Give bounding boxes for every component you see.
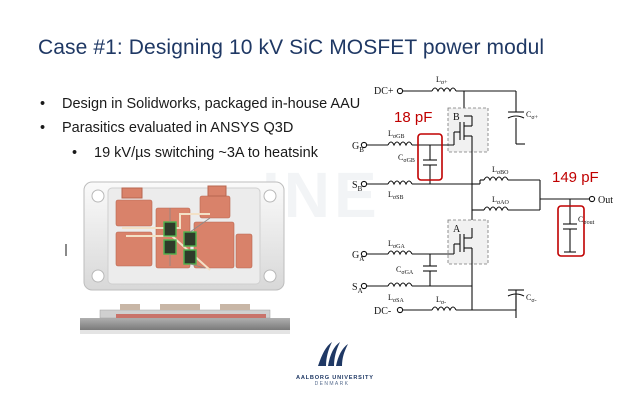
label-gate-a: GA (352, 250, 364, 263)
mount-hole (263, 269, 277, 283)
label-l-bot: Lσ- (436, 295, 446, 306)
bullet-symbol: • (72, 145, 78, 161)
bullet-symbol: • (40, 120, 46, 136)
label-dc-plus: DC+ (374, 86, 394, 97)
mount-hole (91, 189, 105, 203)
label-source-b: SB (352, 180, 363, 193)
label-switch-a: A (453, 224, 461, 235)
label-l-ao: LσAO (492, 195, 509, 206)
callout-149pf: 149 pF (552, 169, 599, 186)
label-c-top: Cσ+ (526, 110, 539, 121)
power-module-image (65, 181, 290, 334)
university-country: DENMARK (314, 381, 350, 387)
circuit-schematic: DC+ DC- Out GB SB GA SA B A Lσ+ Cσ+ LσGB… (352, 75, 613, 318)
label-source-a: SA (352, 282, 363, 295)
mount-hole (263, 189, 277, 203)
label-switch-b: B (453, 112, 460, 123)
university-name: AALBORG UNIVERSITY (296, 375, 374, 381)
bullet-symbol: • (40, 96, 46, 112)
module-side-view (80, 304, 290, 334)
callout-box-149pf (557, 205, 585, 257)
label-l-bo: LσBO (492, 165, 509, 176)
label-l-sa: LσSA (388, 293, 404, 304)
label-dc-minus: DC- (374, 306, 391, 317)
label-c-out: Cσout (578, 215, 595, 226)
mount-hole (91, 269, 105, 283)
label-l-gb: LσGB (388, 129, 404, 140)
label-l-ga: LσGA (388, 239, 405, 250)
label-out: Out (598, 195, 613, 206)
label-l-top: Lσ+ (436, 75, 448, 86)
label-c-bot: Cσ- (526, 293, 537, 304)
aau-emblem-icon (318, 342, 348, 366)
label-gate-b: GB (352, 141, 364, 154)
bullet-text: 19 kV/µs switching ~3A to heatsink (94, 145, 318, 161)
callout-box-18pf (417, 133, 443, 181)
label-c-ga: CσGA (396, 265, 414, 276)
callout-18pf: 18 pF (394, 109, 432, 126)
bullet-text: Design in Solidworks, packaged in-house … (62, 96, 361, 112)
label-l-sb: LσSB (388, 190, 403, 201)
label-c-gb: CσGB (398, 153, 415, 164)
university-logo: AALBORG UNIVERSITY DENMARK (296, 340, 374, 387)
slide-title: Case #1: Designing 10 kV SiC MOSFET powe… (38, 36, 545, 59)
module-top-view (65, 181, 285, 291)
bullet-text: Parasitics evaluated in ANSYS Q3D (62, 120, 294, 136)
